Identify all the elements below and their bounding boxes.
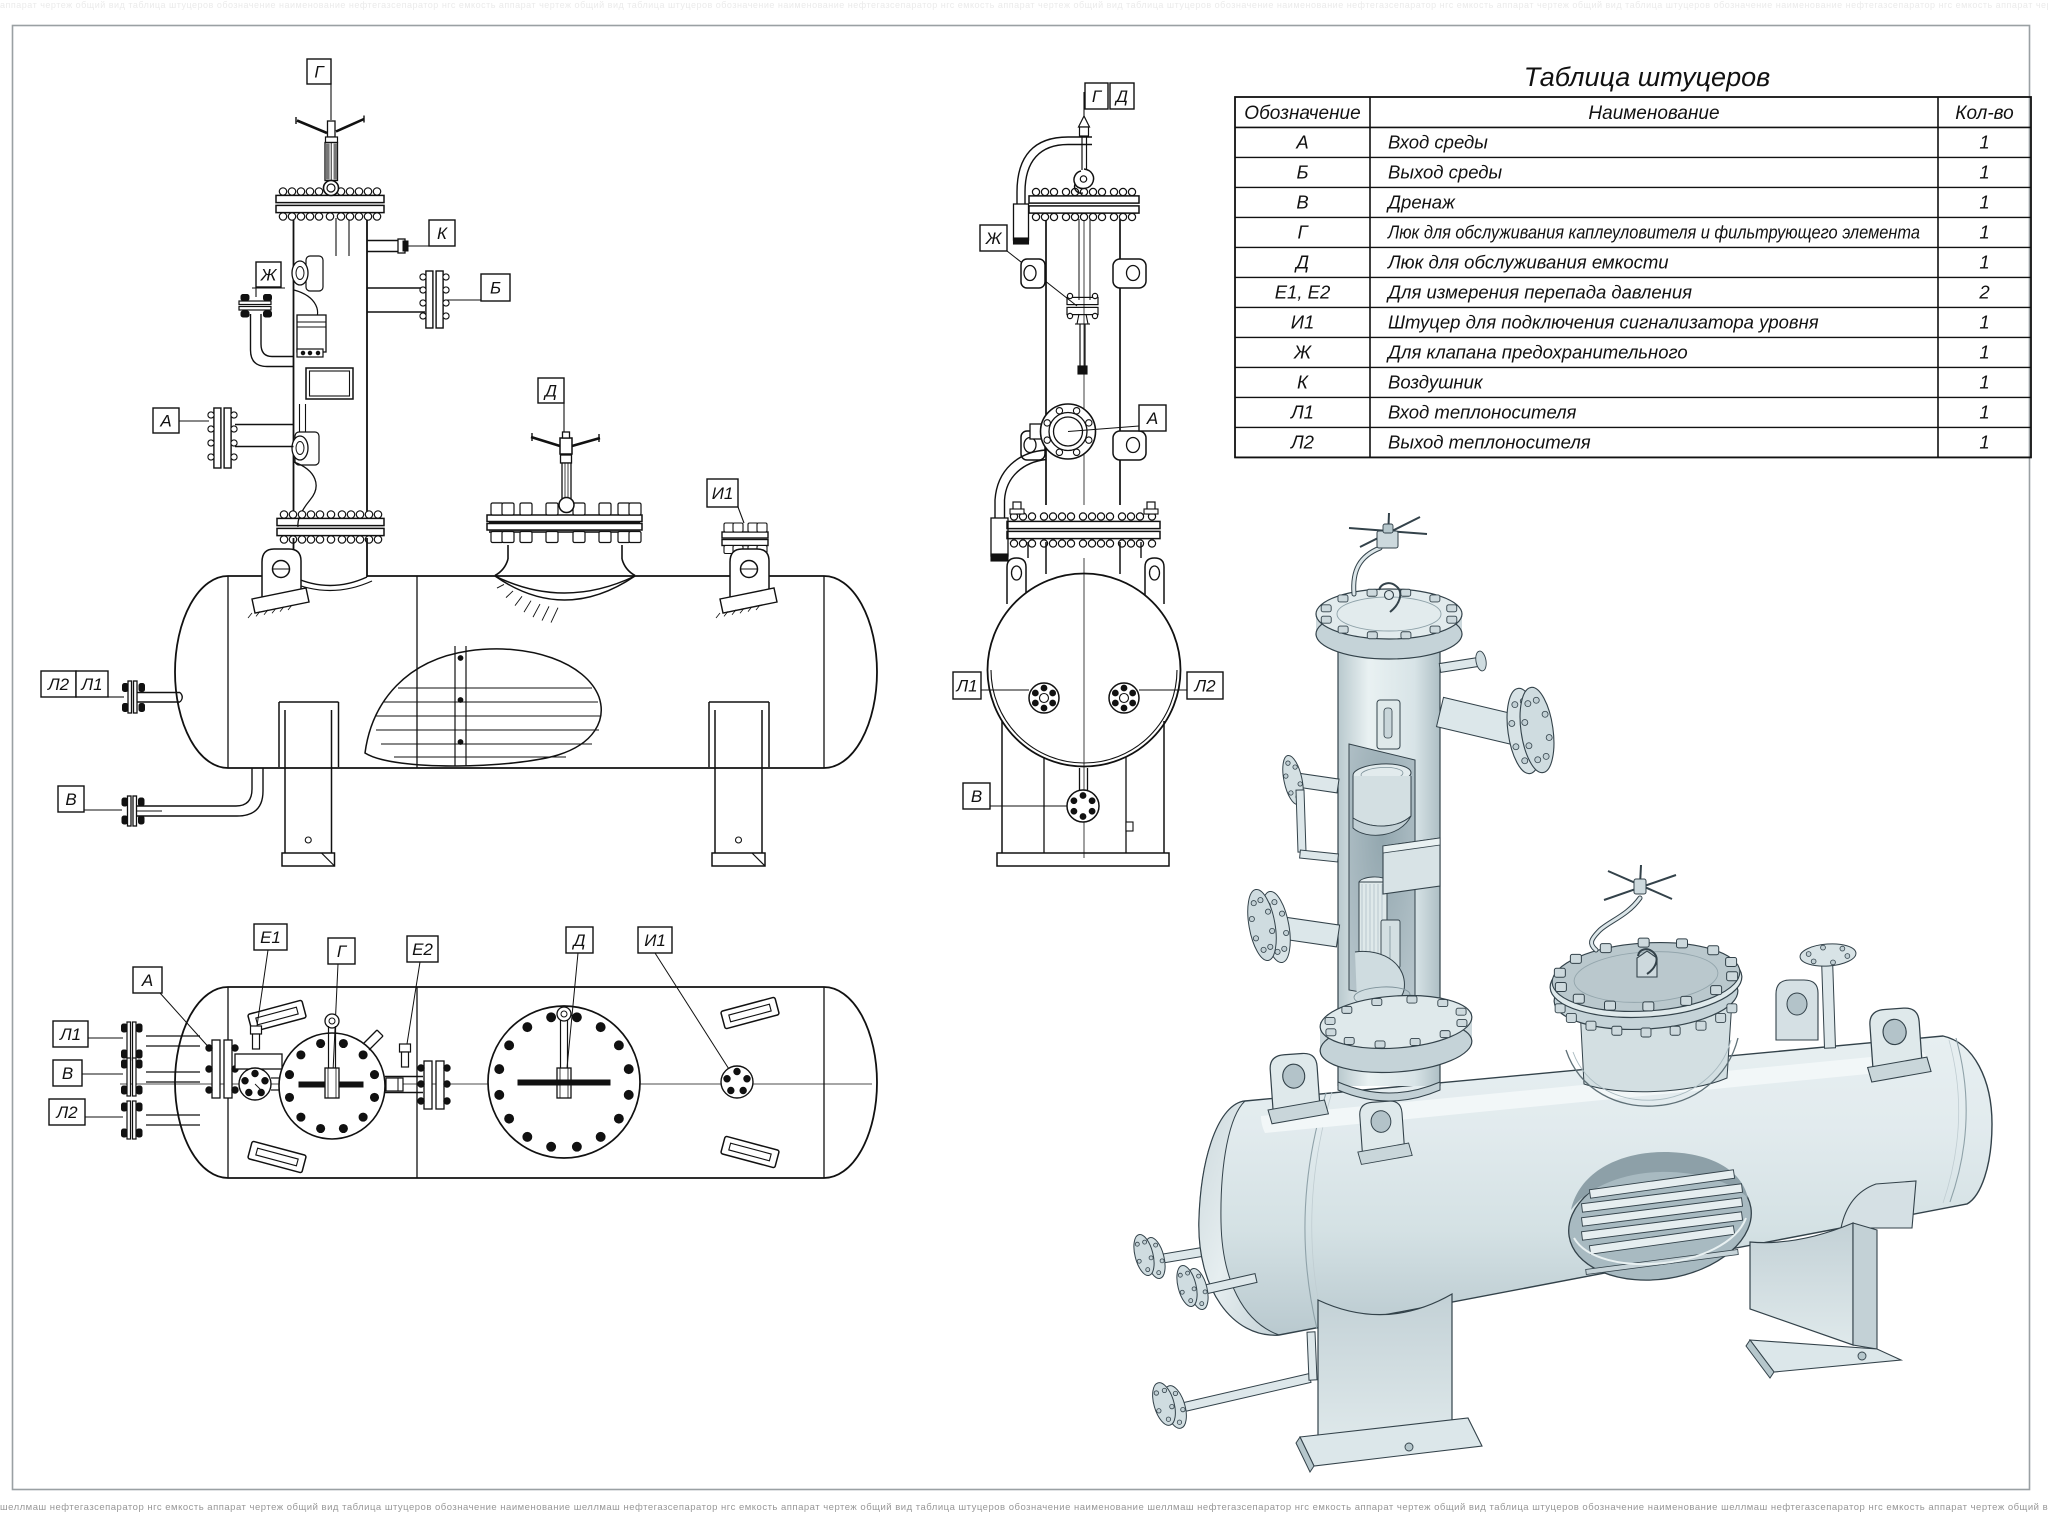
svg-text:Воздушник: Воздушник (1388, 371, 1484, 392)
svg-text:Вход теплоносителя: Вход теплоносителя (1388, 401, 1577, 422)
svg-text:Л2: Л2 (55, 1103, 78, 1122)
svg-text:1: 1 (1979, 401, 1989, 422)
svg-text:Дренаж: Дренаж (1386, 191, 1456, 212)
svg-text:Д: Д (1114, 87, 1128, 106)
svg-text:К: К (1297, 371, 1309, 392)
svg-text:Г: Г (337, 942, 348, 961)
svg-text:И1: И1 (712, 484, 734, 503)
svg-text:Е1, Е2: Е1, Е2 (1275, 281, 1331, 302)
svg-text:1: 1 (1979, 371, 1989, 392)
svg-text:В: В (1296, 191, 1308, 212)
svg-text:Л1: Л1 (1290, 401, 1314, 422)
svg-text:Б: Б (1296, 161, 1308, 182)
svg-text:Кол-во: Кол-во (1955, 103, 2013, 124)
svg-text:Ж: Ж (1293, 341, 1312, 362)
svg-text:Д: Д (543, 382, 557, 401)
svg-text:А: А (1295, 131, 1308, 152)
svg-text:1: 1 (1979, 431, 1989, 452)
svg-text:1: 1 (1979, 161, 1989, 182)
svg-text:Л1: Л1 (955, 677, 977, 696)
svg-text:Д: Д (1294, 251, 1309, 272)
svg-text:Выход теплоносителя: Выход теплоносителя (1388, 431, 1591, 452)
svg-text:1: 1 (1979, 251, 1989, 272)
svg-text:Вход среды: Вход среды (1388, 131, 1488, 152)
svg-text:Люк для обслуживания емкости: Люк для обслуживания емкости (1387, 251, 1669, 272)
svg-text:Г: Г (1297, 221, 1309, 242)
svg-text:Д: Д (572, 931, 586, 950)
svg-text:Г: Г (1092, 87, 1103, 106)
svg-text:Л2: Л2 (47, 675, 70, 694)
svg-text:1: 1 (1979, 221, 1989, 242)
svg-text:В: В (65, 790, 76, 809)
svg-text:Ж: Ж (260, 266, 278, 285)
svg-text:И1: И1 (1291, 311, 1315, 332)
svg-text:А: А (1146, 409, 1158, 428)
svg-text:Люк для обслуживания каплеулов: Люк для обслуживания каплеуловителя и фи… (1387, 221, 1920, 242)
svg-text:Для клапана предохранительного: Для клапана предохранительного (1386, 341, 1688, 362)
svg-text:Штуцер для подключения сигнали: Штуцер для подключения сигнализатора уро… (1388, 311, 1819, 332)
svg-text:1: 1 (1979, 311, 1989, 332)
svg-text:Л2: Л2 (1290, 431, 1315, 452)
svg-text:Е2: Е2 (412, 940, 433, 959)
svg-text:А: А (141, 971, 153, 990)
svg-text:1: 1 (1979, 191, 1989, 212)
svg-text:Б: Б (490, 279, 501, 298)
svg-text:Ж: Ж (985, 229, 1003, 248)
svg-text:Г: Г (314, 63, 325, 82)
svg-text:Таблица штуцеров: Таблица штуцеров (1524, 62, 1770, 92)
svg-text:Для измерения перепада давлени: Для измерения перепада давления (1386, 281, 1692, 302)
svg-text:2: 2 (1978, 281, 1990, 302)
svg-text:1: 1 (1979, 131, 1989, 152)
svg-text:Л1: Л1 (80, 675, 102, 694)
svg-text:Л1: Л1 (59, 1025, 81, 1044)
svg-text:Выход среды: Выход среды (1388, 161, 1502, 182)
svg-text:1: 1 (1979, 341, 1989, 362)
svg-text:Л2: Л2 (1193, 677, 1216, 696)
svg-text:Обозначение: Обозначение (1244, 103, 1360, 124)
svg-text:А: А (159, 412, 171, 431)
svg-text:В: В (971, 787, 982, 806)
svg-text:Е1: Е1 (260, 928, 281, 947)
svg-text:В: В (62, 1064, 73, 1083)
svg-text:И1: И1 (644, 931, 666, 950)
svg-text:Наименование: Наименование (1588, 103, 1719, 124)
svg-text:К: К (437, 224, 448, 243)
